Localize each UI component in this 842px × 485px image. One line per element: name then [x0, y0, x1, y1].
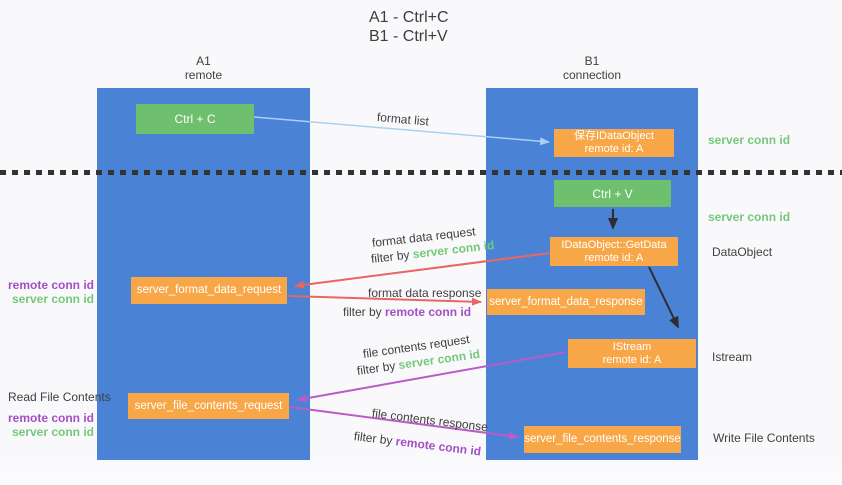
node-server-format-data-response: server_format_data_response	[487, 289, 645, 315]
node-file-request-label: server_file_contents_request	[134, 399, 283, 412]
getdata-to-istream-arrow	[648, 266, 679, 329]
node-istream: IStream remote id: A	[568, 339, 696, 368]
left-mid-remote-conn-id: remote conn id	[8, 278, 95, 292]
left-bottom-remote-conn-id: remote conn id	[8, 411, 95, 425]
node-ctrl-c: Ctrl + C	[136, 104, 254, 134]
title-line-b1: B1 - Ctrl+V	[369, 28, 448, 45]
node-save-idataobject: 保存IDataObject remote id: A	[554, 129, 674, 157]
file-contents-request-arrow	[296, 351, 567, 403]
node-idataobject-getdata: IDataObject::GetData remote id: A	[550, 237, 678, 266]
node-istream-line2: remote id: A	[602, 353, 662, 366]
node-ctrl-v: Ctrl + V	[554, 180, 671, 207]
right-istream-label: Istream	[712, 350, 753, 364]
right-write-file-contents-label: Write File Contents	[713, 431, 815, 445]
right-server-conn-id-mid: server conn id	[708, 210, 791, 224]
format-data-response-label: format data response	[368, 286, 482, 300]
node-ctrl-v-label: Ctrl + V	[592, 186, 633, 201]
left-read-file-contents-label: Read File Contents	[8, 390, 111, 404]
column-header-b1: B1 connection	[486, 54, 698, 82]
column-b1-subtitle: connection	[562, 68, 622, 82]
right-dataobject-label: DataObject	[712, 245, 773, 259]
column-b1-name: B1	[584, 54, 600, 68]
node-getdata-line2: remote id: A	[584, 251, 644, 264]
column-a1-name: A1	[196, 54, 211, 68]
filter-key-remote-conn-id: remote conn id	[385, 305, 472, 319]
format-list-arrow	[253, 116, 550, 146]
title-line-a1: A1 - Ctrl+C	[369, 9, 449, 26]
node-server-file-contents-response: server_file_contents_response	[524, 426, 681, 453]
filter-prefix: filter by	[343, 305, 386, 319]
node-format-request-label: server_format_data_request	[136, 284, 282, 296]
node-server-format-data-request: server_format_data_request	[131, 277, 287, 304]
diagram-title: A1 - Ctrl+C B1 - Ctrl+V	[369, 8, 449, 46]
right-server-conn-id-top: server conn id	[708, 133, 791, 147]
node-ctrl-c-label: Ctrl + C	[174, 112, 216, 126]
node-save-idataobject-line1: 保存IDataObject	[573, 130, 655, 142]
format-data-response-arrow	[288, 295, 482, 306]
left-conn-id-pair-bottom: remote conn id server conn id	[8, 411, 94, 439]
session-divider-dotted-line	[0, 170, 842, 175]
format-data-response-filter-label: filter by remote conn id	[343, 305, 471, 319]
node-file-response-label: server_file_contents_response	[524, 433, 681, 445]
node-getdata-line1: IDataObject::GetData	[561, 238, 667, 251]
column-a1-subtitle: remote	[184, 68, 223, 82]
left-mid-server-conn-id: server conn id	[11, 292, 94, 306]
left-bottom-server-conn-id: server conn id	[11, 425, 94, 439]
column-header-a1: A1 remote	[97, 54, 310, 82]
node-save-idataobject-line2: remote id: A	[584, 143, 644, 155]
file-contents-response-arrow	[289, 406, 519, 440]
node-format-response-label: server_format_data_response	[489, 295, 643, 308]
format-data-request-arrow	[294, 252, 551, 289]
node-istream-line1: IStream	[612, 340, 652, 353]
node-server-file-contents-request: server_file_contents_request	[128, 393, 289, 419]
left-conn-id-pair-mid: remote conn id server conn id	[8, 278, 94, 306]
